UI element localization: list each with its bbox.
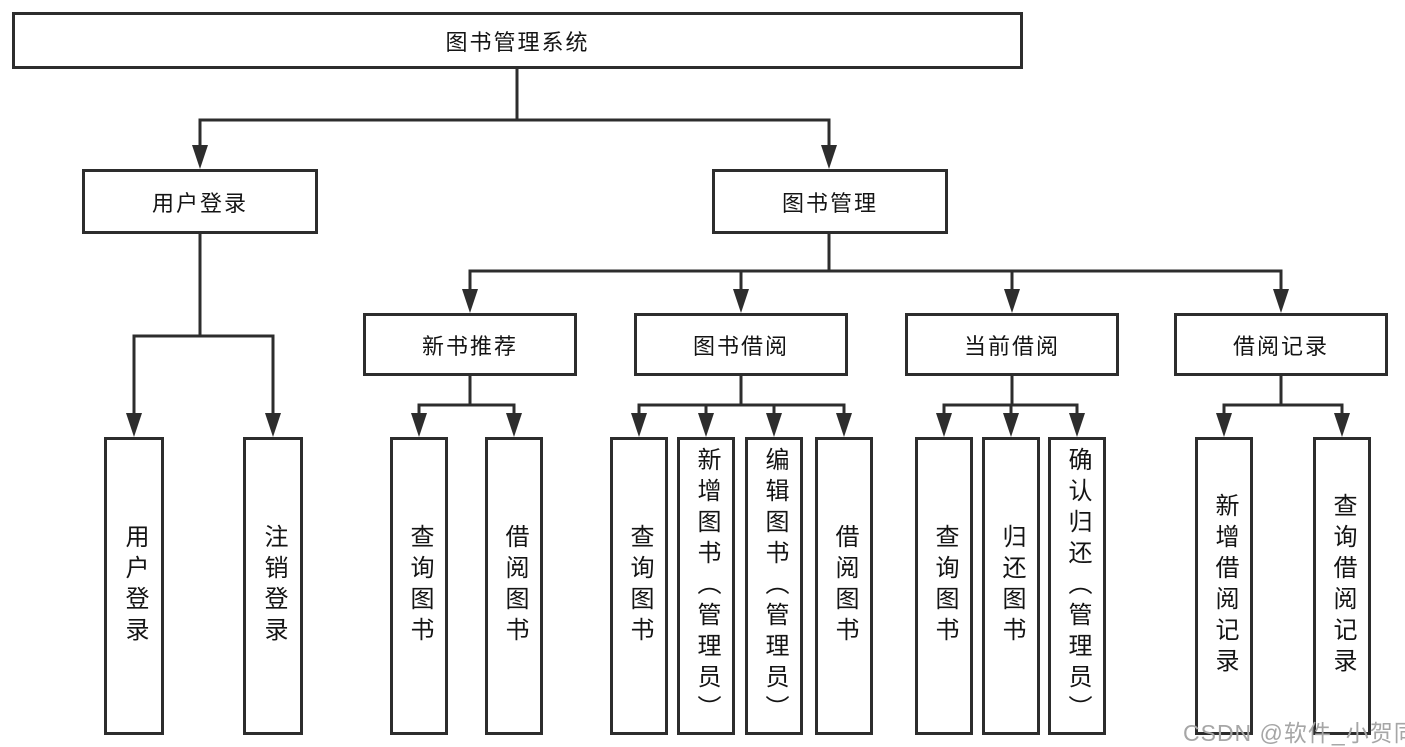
leaf-borrowing-add-books-admin: 新增图书（管理员） xyxy=(677,437,735,735)
leaf-current-confirm-return-admin-label: 确认归还（管理员） xyxy=(1064,446,1091,726)
node-borrowing-records: 借阅记录 xyxy=(1174,313,1388,376)
connector-new-book-recommend xyxy=(411,376,522,437)
leaf-logout-label: 注销登录 xyxy=(260,524,287,648)
node-current-borrowing-label: 当前借阅 xyxy=(963,333,1060,359)
leaf-borrowing-borrow-books-label: 借阅图书 xyxy=(831,524,858,648)
node-book-management: 图书管理 xyxy=(712,169,948,234)
leaf-current-return-books-label: 归还图书 xyxy=(998,524,1025,648)
leaf-user-login-label: 用户登录 xyxy=(121,524,148,648)
node-book-borrowing-label: 图书借阅 xyxy=(692,333,789,359)
csdn-watermark: CSDN @软件_小贺同学 xyxy=(1183,720,1405,746)
connector-book-management xyxy=(462,233,1289,313)
node-user-login-label: 用户登录 xyxy=(151,190,248,216)
node-new-book-recommend: 新书推荐 xyxy=(363,313,577,376)
connector-current-borrowing xyxy=(936,376,1085,437)
leaf-borrowing-query-books: 查询图书 xyxy=(610,437,668,735)
node-root: 图书管理系统 xyxy=(12,12,1023,69)
leaf-recommend-borrow-books-label: 借阅图书 xyxy=(501,524,528,648)
connector-user-login xyxy=(126,233,281,437)
node-root-label: 图书管理系统 xyxy=(445,29,590,55)
leaf-recommend-query-books-label: 查询图书 xyxy=(406,524,433,648)
leaf-current-query-books-label: 查询图书 xyxy=(931,524,958,648)
leaf-user-login: 用户登录 xyxy=(104,437,164,735)
node-current-borrowing: 当前借阅 xyxy=(905,313,1119,376)
leaf-borrowing-add-books-admin-label: 新增图书（管理员） xyxy=(693,446,720,726)
connector-borrowing-records xyxy=(1216,376,1350,437)
leaf-records-query-record-label: 查询借阅记录 xyxy=(1329,493,1356,679)
leaf-records-add-record-label: 新增借阅记录 xyxy=(1211,493,1238,679)
node-new-book-recommend-label: 新书推荐 xyxy=(421,333,518,359)
leaf-recommend-query-books: 查询图书 xyxy=(390,437,448,735)
node-book-borrowing: 图书借阅 xyxy=(634,313,848,376)
leaf-current-confirm-return-admin: 确认归还（管理员） xyxy=(1048,437,1106,735)
leaf-borrowing-edit-books-admin-label: 编辑图书（管理员） xyxy=(761,446,788,726)
leaf-logout: 注销登录 xyxy=(243,437,303,735)
leaf-borrowing-edit-books-admin: 编辑图书（管理员） xyxy=(745,437,803,735)
leaf-current-return-books: 归还图书 xyxy=(982,437,1040,735)
node-book-management-label: 图书管理 xyxy=(781,190,878,216)
leaf-records-query-record: 查询借阅记录 xyxy=(1313,437,1371,735)
leaf-current-query-books: 查询图书 xyxy=(915,437,973,735)
leaf-records-add-record: 新增借阅记录 xyxy=(1195,437,1253,735)
leaf-borrowing-borrow-books: 借阅图书 xyxy=(815,437,873,735)
connector-book-borrowing xyxy=(631,376,852,437)
leaf-recommend-borrow-books: 借阅图书 xyxy=(485,437,543,735)
connector-root xyxy=(192,69,837,169)
node-user-login: 用户登录 xyxy=(82,169,318,234)
node-borrowing-records-label: 借阅记录 xyxy=(1232,333,1329,359)
leaf-borrowing-query-books-label: 查询图书 xyxy=(626,524,653,648)
